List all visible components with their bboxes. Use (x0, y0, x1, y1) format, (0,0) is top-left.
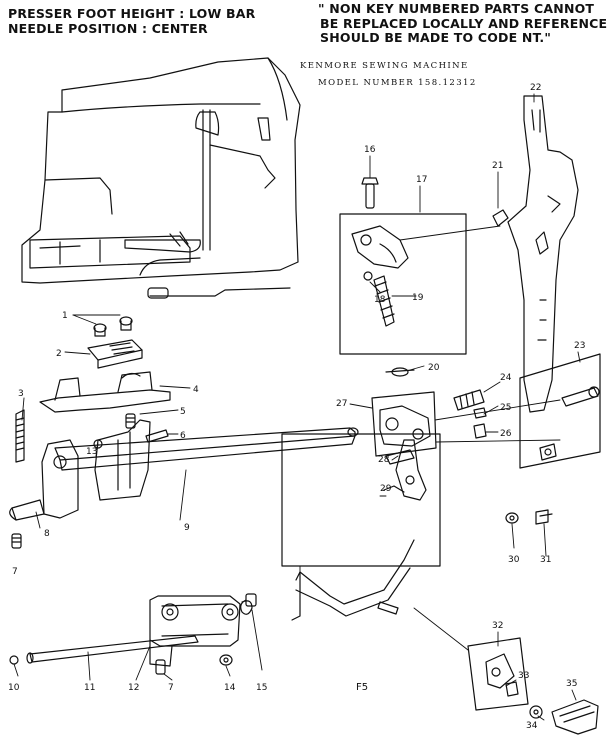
part-label-1: 1 (62, 311, 68, 321)
part-label-14: 14 (224, 683, 236, 693)
part-label-31: 31 (540, 555, 551, 565)
part-label-15: 15 (256, 683, 267, 693)
part-label-8: 8 (44, 529, 50, 539)
part-label-18: 18 (374, 295, 386, 305)
part-label-30: 30 (508, 555, 520, 565)
presser-foot-assembly (15, 316, 171, 463)
notice-line-3: SHOULD BE MADE TO CODE NT." (320, 30, 552, 45)
part-label-17: 17 (416, 175, 427, 185)
part-label-35: 35 (566, 679, 577, 689)
part-label-26: 26 (500, 429, 512, 439)
part-17-group (339, 177, 467, 355)
part-label-29-group: 29 (380, 484, 392, 494)
part-label-5: 5 (180, 407, 186, 417)
notice-line-1: " NON KEY NUMBERED PARTS CANNOT (318, 1, 595, 16)
part-label-4: 4 (193, 385, 199, 395)
needle-bar-bracket-assembly (371, 367, 487, 465)
presser-foot-height-note: PRESSER FOOT HEIGHT : LOW BAR (8, 6, 256, 21)
part-label-9: 9 (184, 523, 190, 533)
part-label-25: 25 (500, 403, 511, 413)
notice-line-2: BE REPLACED LOCALLY AND REFERENCE (320, 15, 608, 31)
part-label-32: 32 (492, 621, 503, 631)
part-label-34: 34 (526, 721, 538, 731)
part-label-6: 6 (180, 431, 186, 441)
part-label-11: 11 (84, 683, 95, 693)
machine-name: KENMORE SEWING MACHINE (300, 61, 469, 71)
needle-position-note: NEEDLE POSITION : CENTER (8, 21, 208, 36)
needle-bar-lever (492, 95, 579, 413)
model-number: MODEL NUMBER 158.12312 (318, 78, 477, 88)
part-32-group (467, 637, 599, 735)
part-label-19: 19 (412, 293, 424, 303)
lower-linkage (9, 593, 257, 675)
part-label-7: 7 (12, 567, 18, 577)
part-label-23: 23 (574, 341, 585, 351)
part-label-12: 12 (128, 683, 139, 693)
part-label-10: 10 (8, 683, 20, 693)
part-29-group (281, 433, 553, 621)
figure-label: F5 (356, 682, 368, 693)
part-label-27: 27 (336, 399, 347, 409)
part-label-13: 13 (86, 447, 97, 457)
part-label-22: 22 (530, 83, 541, 93)
part-label-3: 3 (18, 389, 24, 399)
part-number-labels: 1 2 3 4 5 6 7 8 9 10 11 12 7 14 15 16 17… (8, 83, 585, 731)
leader-lines (13, 93, 581, 721)
machine-outline (21, 57, 301, 299)
part-label-20: 20 (428, 363, 440, 373)
part-23-group (519, 353, 601, 469)
part-label-24: 24 (500, 373, 512, 383)
part-label-7-lower: 7 (168, 683, 174, 693)
part-label-21: 21 (492, 161, 503, 171)
part-label-16: 16 (364, 145, 376, 155)
part-label-28: 28 (378, 455, 390, 465)
part-label-33: 33 (518, 671, 529, 681)
part-label-2: 2 (56, 349, 62, 359)
